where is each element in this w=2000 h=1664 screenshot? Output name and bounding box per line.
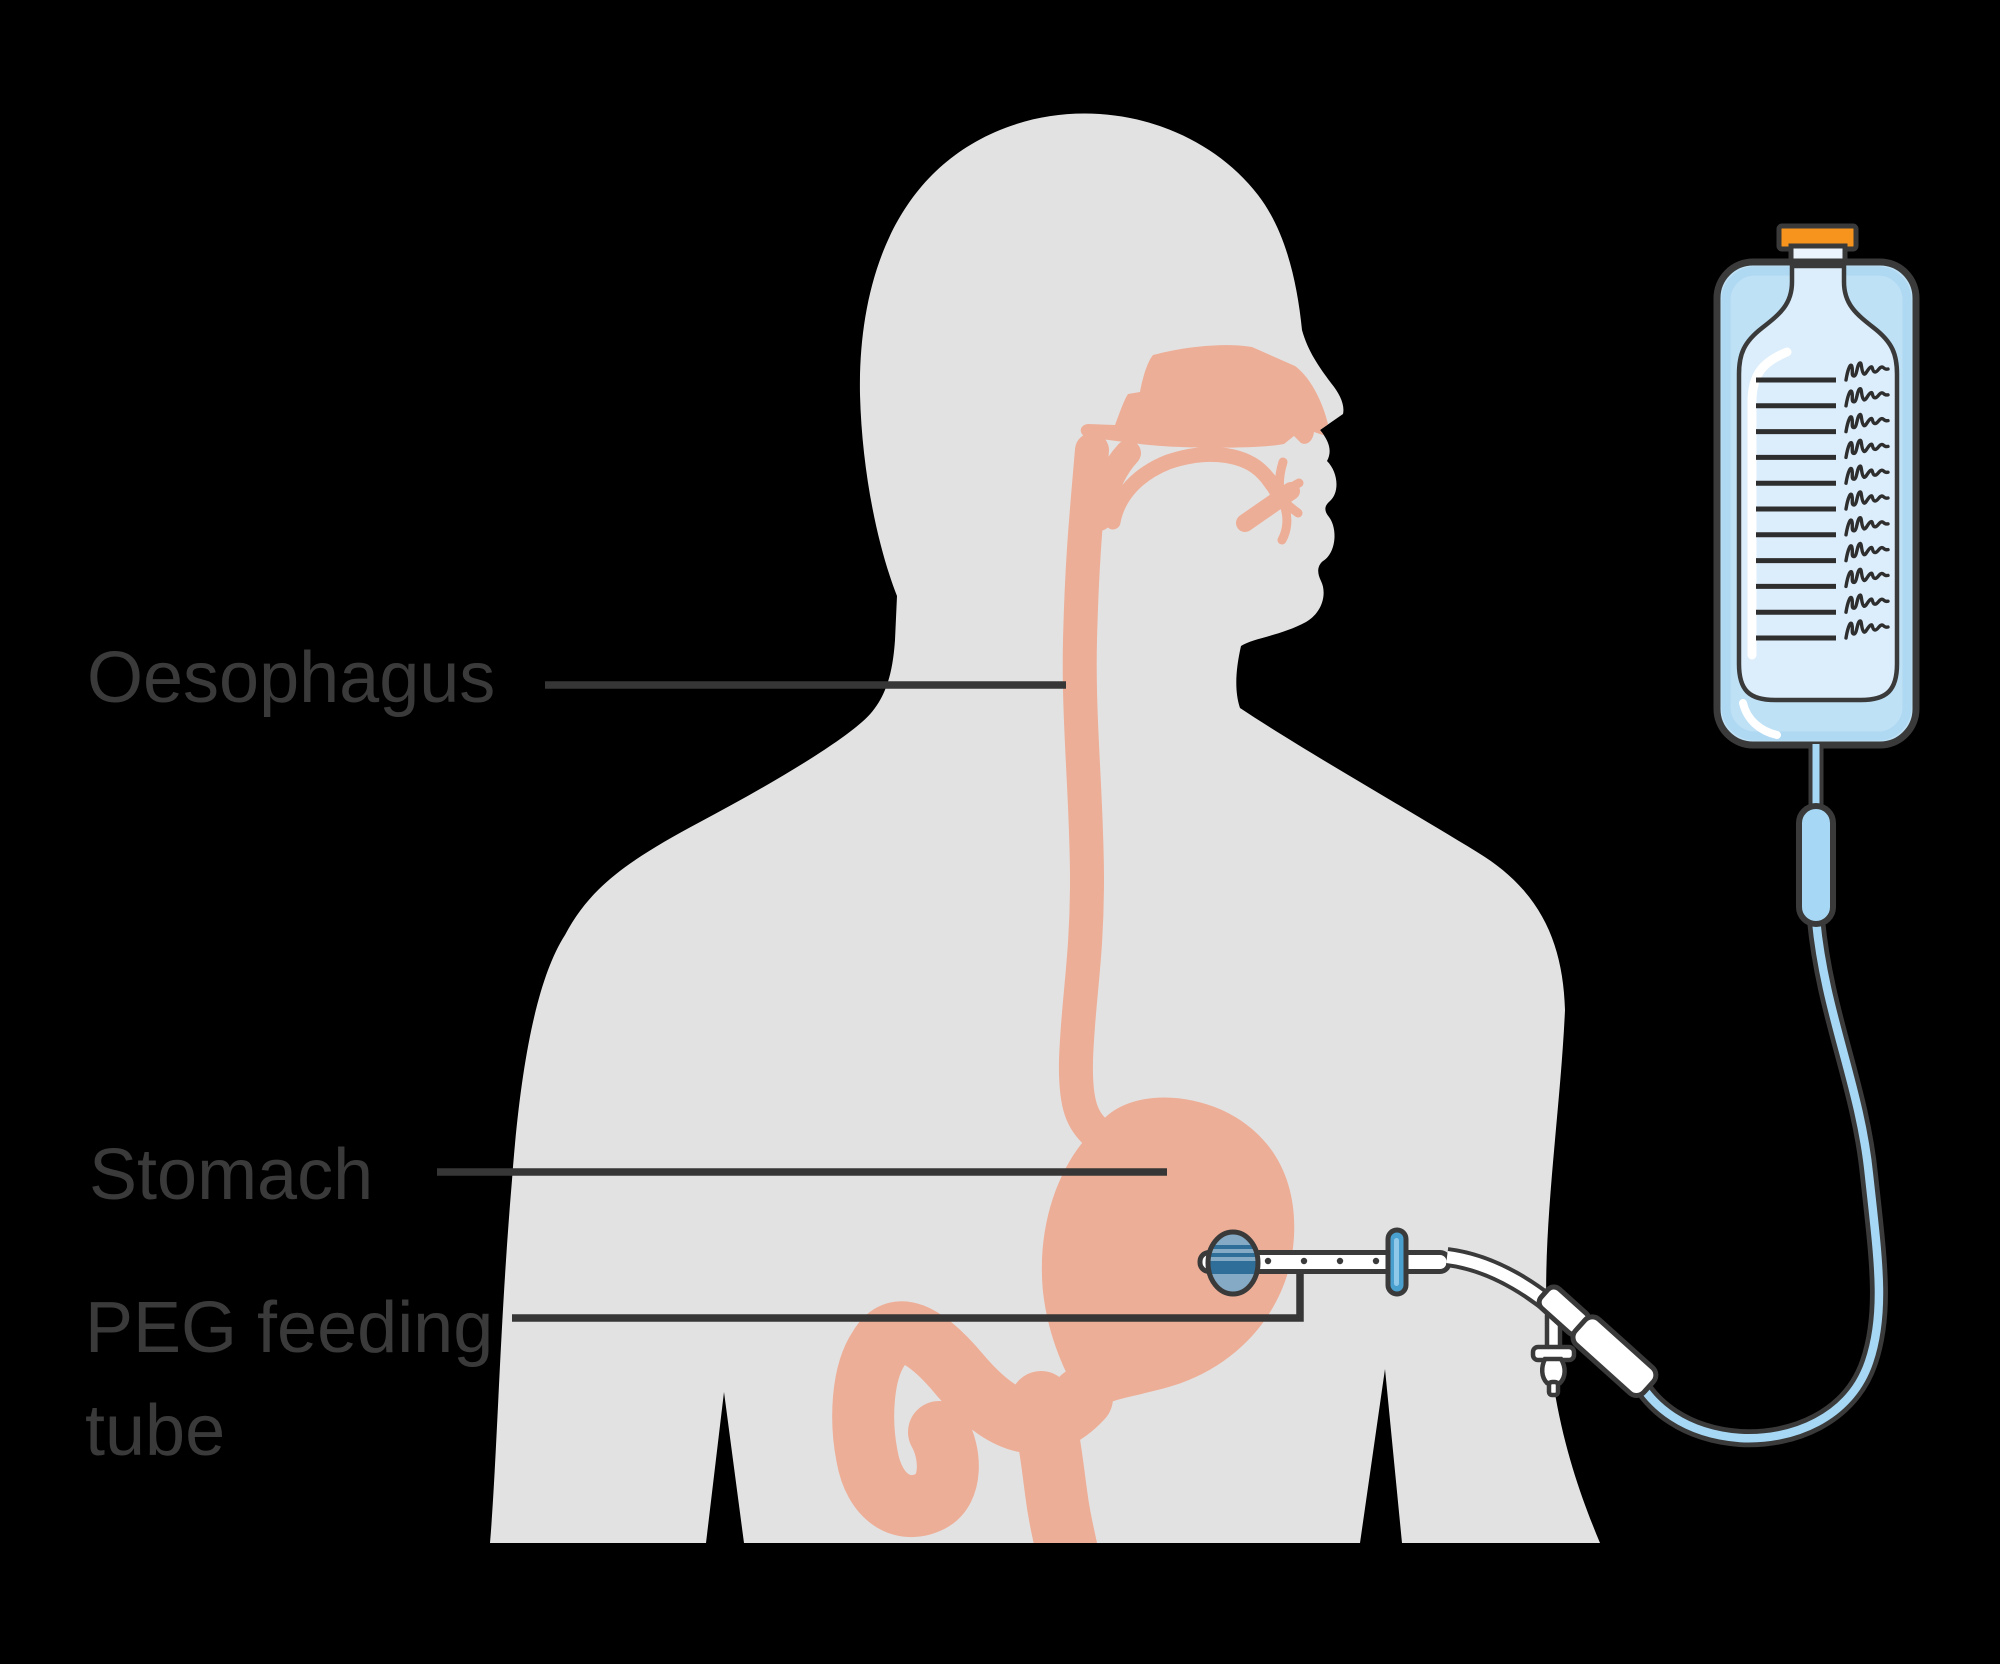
nasal-cavity (1080, 345, 1329, 448)
oesophagus-label: Oesophagus (87, 638, 496, 718)
peg-label-line1: PEG feeding (85, 1288, 494, 1368)
drip-clamp (1796, 803, 1836, 927)
balloon-stripes (1208, 1245, 1258, 1274)
medication-port (1530, 1309, 1577, 1398)
feeding-bottle (1713, 223, 1920, 927)
peg-feeding-tube-label: PEG feeding tube (85, 1277, 493, 1483)
giving-set-tube (1625, 919, 1888, 1448)
balloon-outline (1205, 1229, 1261, 1297)
digestive-tract (832, 345, 1329, 1544)
peg-leader-line (512, 1268, 1304, 1322)
stomach-label: Stomach (89, 1135, 374, 1215)
bolster-highlight (1394, 1238, 1399, 1286)
connector-body (1570, 1314, 1659, 1398)
peg-tube-assembly (1197, 1227, 1586, 1338)
port-tip (1540, 1356, 1567, 1386)
peg-tube-markings (1264, 1257, 1380, 1265)
bottle-graduations (1756, 361, 1890, 641)
tube-connector (1536, 1284, 1659, 1398)
oesophagus-tube (1058, 433, 1117, 1153)
duodenum-loop (832, 1301, 1113, 1537)
bottle-bottom-highlight (1739, 699, 1781, 739)
body-silhouette (490, 113, 1600, 1544)
stomach-organ (1041, 1097, 1295, 1414)
tongue-tip (1236, 482, 1300, 532)
bottle-highlight (1747, 347, 1792, 660)
intestine-descending (1010, 1371, 1100, 1544)
port-nub (1546, 1379, 1561, 1398)
connector-assembly (1530, 1284, 1659, 1398)
peg-label-line2: tube (85, 1391, 226, 1471)
tube-loop (1630, 919, 1884, 1443)
